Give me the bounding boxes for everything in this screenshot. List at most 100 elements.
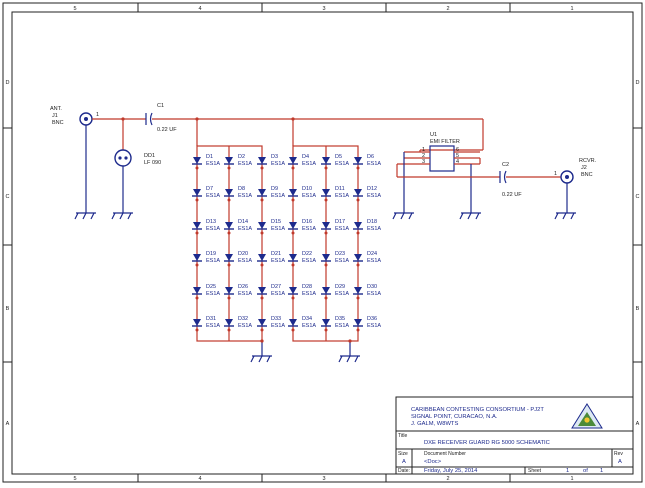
zone-col-1: 1	[570, 6, 573, 12]
ground-icon	[74, 212, 96, 220]
diode-part: ES1A	[367, 226, 381, 232]
ant-pin: 1	[96, 112, 99, 118]
diode-ref: D35	[335, 316, 345, 322]
diode-part: ES1A	[335, 323, 349, 329]
diode-ref: D10	[302, 186, 312, 192]
diode-ref: D33	[271, 316, 281, 322]
zone-col-2: 2	[446, 6, 449, 12]
zone-row-c-right: C	[636, 194, 640, 200]
diode-icon	[354, 189, 362, 196]
diode-icon	[225, 189, 233, 196]
sheet-total: 1	[600, 468, 603, 474]
diode-ref: D25	[206, 284, 216, 290]
diode-icon	[289, 222, 297, 229]
zone-col-2-bottom: 2	[446, 476, 449, 482]
rcvr-connector[interactable]: RCVR. J2 BNC 1	[554, 158, 597, 213]
docnum-value: <Doc>	[424, 459, 442, 465]
zone-row-a-right: A	[636, 421, 640, 427]
rcvr-name: RCVR.	[579, 158, 597, 164]
diode-ref: D32	[238, 316, 248, 322]
diode-ref: D31	[206, 316, 216, 322]
diode-ref: D16	[302, 219, 312, 225]
size-value: A	[402, 459, 406, 465]
diode-icon	[289, 287, 297, 294]
diode-ref: D9	[271, 186, 278, 192]
zone-col-4: 4	[198, 6, 201, 12]
ground-icon	[338, 355, 360, 363]
diode-icon	[258, 319, 266, 326]
diode-ref: D12	[367, 186, 377, 192]
diode-icon	[258, 254, 266, 261]
c2-ref: C2	[502, 162, 509, 168]
diode-icon	[322, 254, 330, 261]
gas-discharge-dd1[interactable]: DD1 LF 090	[114, 149, 161, 213]
diode-ref: D23	[335, 251, 345, 257]
capacitor-c1[interactable]: C1 0.22 UF	[145, 103, 177, 133]
ant-ref: J1	[52, 113, 58, 119]
diode-icon	[322, 287, 330, 294]
c2-value: 0.22 UF	[502, 192, 522, 198]
u1-pin-4: 4	[456, 159, 459, 165]
diode-ref: D15	[271, 219, 281, 225]
diode-part: ES1A	[206, 323, 220, 329]
zone-row-d-right: D	[636, 80, 640, 86]
club-logo-icon	[571, 403, 603, 429]
ground-icon	[250, 355, 272, 363]
capacitor-c2[interactable]: C2 0.22 UF	[499, 162, 561, 198]
zone-col-5-bottom: 5	[73, 476, 76, 482]
c1-value: 0.22 UF	[157, 127, 177, 133]
ant-connector[interactable]: ANT. J1 BNC 1	[50, 106, 99, 213]
diode-ref: D27	[271, 284, 281, 290]
u1-ref: U1	[430, 132, 437, 138]
top-bus-wires	[92, 117, 484, 152]
diode-part: ES1A	[238, 291, 252, 297]
dd1-value: LF 090	[144, 160, 161, 166]
rcvr-bnc-pin-icon	[565, 175, 569, 179]
org-line-3: J. GALM, W8WTS	[411, 421, 458, 427]
diode-part: ES1A	[367, 258, 381, 264]
rcvr-ref: J2	[581, 165, 587, 171]
diode-icon	[354, 157, 362, 164]
diode-ref: D1	[206, 154, 213, 160]
diode-ref: D6	[367, 154, 374, 160]
emi-filter-u1[interactable]: U1 EMI FILTER 1 2 3 6 5 4	[396, 132, 500, 213]
inner-frame	[11, 11, 634, 475]
